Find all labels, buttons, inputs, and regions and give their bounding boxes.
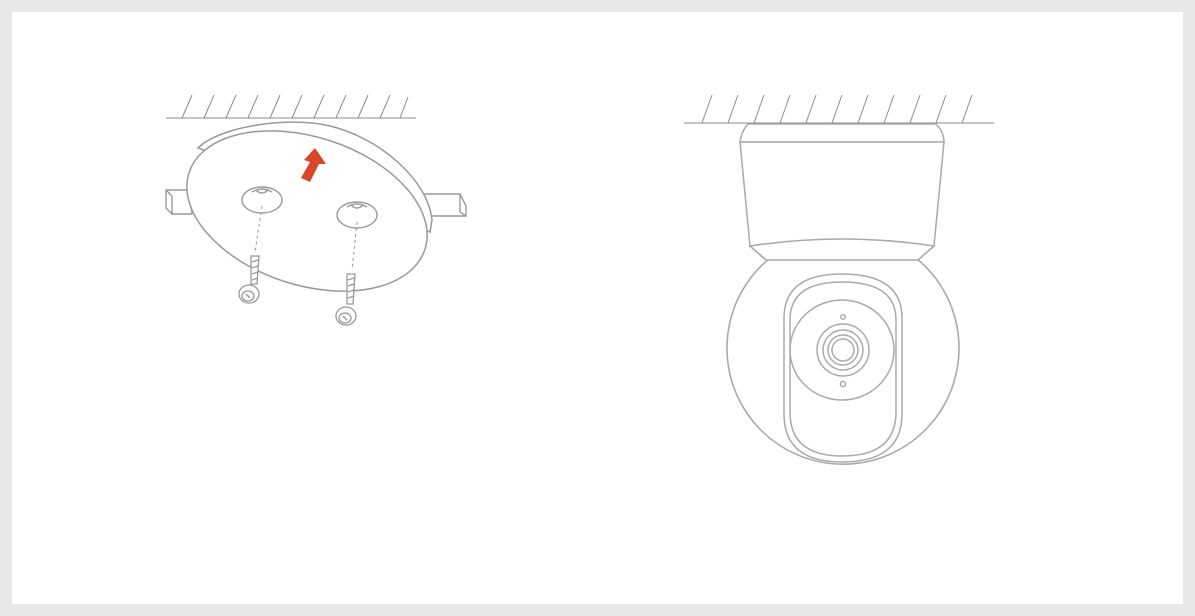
ceiling-hatching-right xyxy=(684,94,994,124)
mount-plate-figure xyxy=(165,94,467,326)
camera-lens-icon xyxy=(816,314,870,388)
screw-guide-lines xyxy=(254,205,358,271)
ceiling-hatching-left xyxy=(166,94,416,119)
camera-base xyxy=(739,123,945,247)
up-arrow-icon xyxy=(301,148,326,182)
screw-holes xyxy=(241,186,378,229)
screw-icon xyxy=(238,255,260,304)
mount-plate xyxy=(186,121,433,292)
screw-icon xyxy=(335,273,357,326)
